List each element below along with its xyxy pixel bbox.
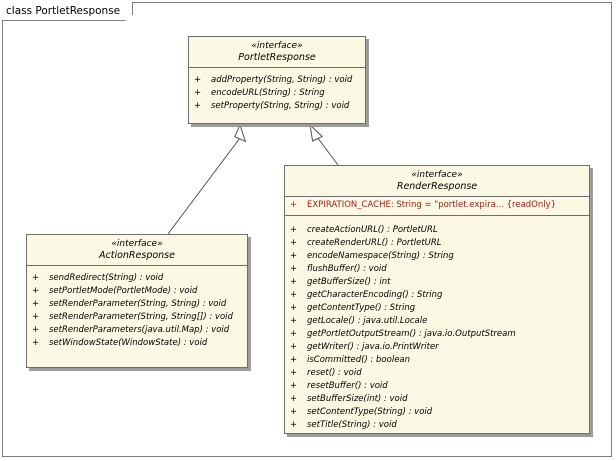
visibility-public: +: [290, 303, 298, 313]
operation-row[interactable]: + setProperty(String, String) : void: [189, 100, 365, 113]
class-header: «interface» PortletResponse: [189, 37, 365, 68]
operation-signature: createRenderURL() : PortletURL: [307, 238, 442, 248]
operation-signature: getPortletOutputStream() : java.io.Outpu…: [307, 329, 516, 339]
operation-row[interactable]: + setContentType(String) : void: [285, 406, 589, 419]
operation-signature: setBufferSize(int) : void: [307, 394, 408, 404]
visibility-public: +: [32, 312, 40, 322]
operation-row[interactable]: + isCommitted() : boolean: [285, 354, 589, 367]
operation-row[interactable]: + setRenderParameters(java.util.Map) : v…: [27, 324, 247, 337]
stereotype-label: «interface»: [411, 170, 463, 180]
visibility-public: +: [290, 420, 298, 430]
visibility-public: +: [290, 368, 298, 378]
class-header: «interface» ActionResponse: [27, 235, 247, 266]
visibility-public: +: [290, 342, 298, 352]
visibility-public: +: [290, 407, 298, 417]
operation-row[interactable]: + setWindowState(WindowState) : void: [27, 337, 247, 350]
operation-signature: setWindowState(WindowState) : void: [49, 338, 208, 348]
operation-signature: encodeURL(String) : String: [211, 88, 325, 98]
class-action-response[interactable]: «interface» ActionResponse + sendRedirec…: [26, 234, 248, 368]
operation-signature: isCommitted() : boolean: [307, 355, 411, 365]
attributes-compartment: + EXPIRATION_CACHE: String = "portlet.ex…: [285, 197, 589, 216]
operation-row[interactable]: + getCharacterEncoding() : String: [285, 289, 589, 302]
visibility-public: +: [290, 277, 298, 287]
operation-row[interactable]: + setRenderParameter(String, String[]) :…: [27, 311, 247, 324]
class-name: PortletResponse: [238, 52, 316, 63]
operation-signature: addProperty(String, String) : void: [211, 75, 353, 85]
operation-row[interactable]: + sendRedirect(String) : void: [27, 272, 247, 285]
operation-row[interactable]: + getWriter() : java.io.PrintWriter: [285, 341, 589, 354]
visibility-public: +: [290, 200, 298, 210]
operation-signature: getContentType() : String: [307, 303, 416, 313]
operation-signature: encodeNamespace(String) : String: [307, 251, 454, 261]
stereotype-label: «interface»: [111, 239, 163, 249]
operation-row[interactable]: + setRenderParameter(String, String) : v…: [27, 298, 247, 311]
operation-signature: getCharacterEncoding() : String: [307, 290, 443, 300]
operation-signature: sendRedirect(String) : void: [49, 273, 164, 283]
visibility-public: +: [32, 273, 40, 283]
operation-row[interactable]: + getPortletOutputStream() : java.io.Out…: [285, 328, 589, 341]
operation-signature: reset() : void: [307, 368, 362, 378]
operation-row[interactable]: + addProperty(String, String) : void: [189, 74, 365, 87]
visibility-public: +: [32, 338, 40, 348]
visibility-public: +: [290, 381, 298, 391]
stereotype-label: «interface»: [251, 41, 303, 51]
visibility-public: +: [194, 88, 202, 98]
operation-signature: setRenderParameter(String, String) : voi…: [49, 299, 227, 309]
visibility-public: +: [290, 329, 298, 339]
operation-row[interactable]: + setPortletMode(PortletMode) : void: [27, 285, 247, 298]
operations-compartment: + sendRedirect(String) : void + setPortl…: [27, 266, 247, 352]
visibility-public: +: [194, 75, 202, 85]
operation-row[interactable]: + setBufferSize(int) : void: [285, 393, 589, 406]
visibility-public: +: [290, 316, 298, 326]
class-name: RenderResponse: [396, 181, 478, 192]
class-header: «interface» RenderResponse: [285, 166, 589, 197]
visibility-public: +: [32, 325, 40, 335]
operation-row[interactable]: + getContentType() : String: [285, 302, 589, 315]
operation-row[interactable]: + getBufferSize() : int: [285, 276, 589, 289]
visibility-public: +: [290, 355, 298, 365]
operation-signature: flushBuffer() : void: [307, 264, 387, 274]
attribute-row[interactable]: + EXPIRATION_CACHE: String = "portlet.ex…: [285, 199, 589, 212]
visibility-public: +: [32, 286, 40, 296]
operation-signature: setTitle(String) : void: [307, 420, 397, 430]
visibility-public: +: [290, 251, 298, 261]
operation-row[interactable]: + createActionURL() : PortletURL: [285, 224, 589, 237]
visibility-public: +: [290, 264, 298, 274]
visibility-public: +: [290, 225, 298, 235]
operation-row[interactable]: + encodeURL(String) : String: [189, 87, 365, 100]
operation-signature: getWriter() : java.io.PrintWriter: [307, 342, 439, 352]
operation-row[interactable]: + resetBuffer() : void: [285, 380, 589, 393]
operation-signature: setRenderParameters(java.util.Map) : voi…: [49, 325, 230, 335]
operation-signature: getBufferSize() : int: [307, 277, 391, 287]
visibility-public: +: [32, 299, 40, 309]
visibility-public: +: [194, 101, 202, 111]
operation-signature: getLocale() : java.util.Locale: [307, 316, 428, 326]
operation-row[interactable]: + setTitle(String) : void: [285, 419, 589, 432]
operations-compartment: + addProperty(String, String) : void + e…: [189, 68, 365, 115]
operation-row[interactable]: + flushBuffer() : void: [285, 263, 589, 276]
visibility-public: +: [290, 394, 298, 404]
operation-signature: createActionURL() : PortletURL: [307, 225, 438, 235]
operation-row[interactable]: + createRenderURL() : PortletURL: [285, 237, 589, 250]
visibility-public: +: [290, 290, 298, 300]
operation-signature: setRenderParameter(String, String[]) : v…: [49, 312, 233, 322]
operations-compartment: + createActionURL() : PortletURL + creat…: [285, 216, 589, 434]
class-render-response[interactable]: «interface» RenderResponse + EXPIRATION_…: [284, 165, 590, 434]
operation-signature: setProperty(String, String) : void: [211, 101, 350, 111]
class-name: ActionResponse: [99, 250, 175, 261]
operation-signature: setPortletMode(PortletMode) : void: [49, 286, 198, 296]
operation-signature: setContentType(String) : void: [307, 407, 433, 417]
operation-row[interactable]: + encodeNamespace(String) : String: [285, 250, 589, 263]
attribute-signature: EXPIRATION_CACHE: String = "portlet.expi…: [307, 200, 557, 210]
diagram-frame-title: class PortletResponse: [2, 2, 133, 21]
operation-signature: resetBuffer() : void: [307, 381, 388, 391]
class-portlet-response[interactable]: «interface» PortletResponse + addPropert…: [188, 36, 366, 124]
operation-row[interactable]: + getLocale() : java.util.Locale: [285, 315, 589, 328]
operation-row[interactable]: + reset() : void: [285, 367, 589, 380]
visibility-public: +: [290, 238, 298, 248]
